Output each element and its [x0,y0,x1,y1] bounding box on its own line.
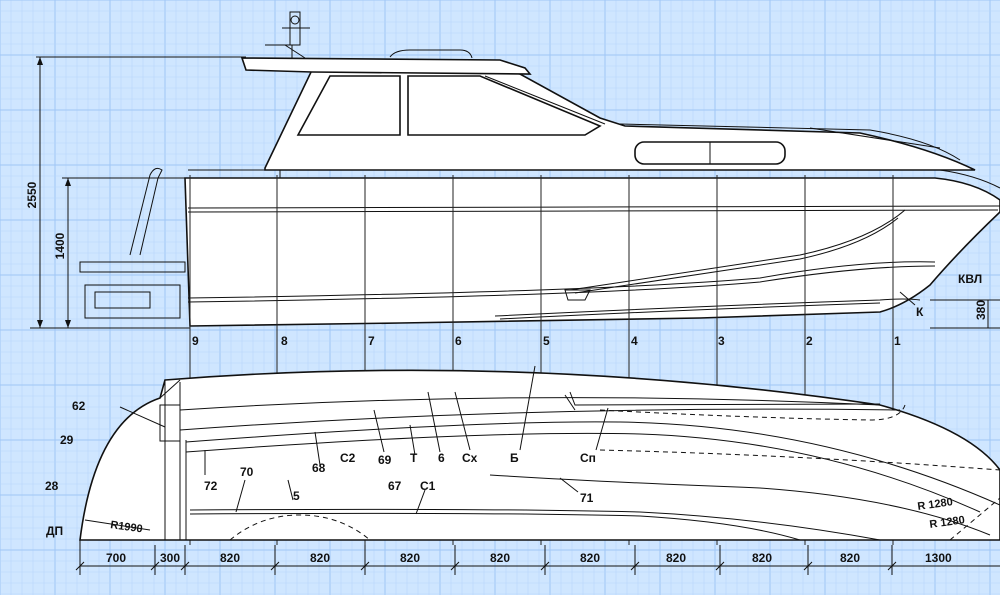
dim-1300: 1300 [925,551,952,565]
frame-3: 3 [718,334,725,348]
dim-820-b: 820 [310,551,330,565]
bottom-dimension-chain: 700 300 820 820 820 820 820 820 820 820 … [75,540,1000,575]
plan-view: 62 29 28 ДП R1990 72 70 5 68 С2 69 Т 6 С… [45,365,1000,541]
label-68: 68 [312,461,326,475]
label-cp: Сп [580,451,596,465]
label-72: 72 [204,479,218,493]
label-71: 71 [580,491,594,505]
dim-total-height: 2550 [25,181,39,208]
dim-820-c: 820 [400,551,420,565]
dim-820-d: 820 [490,551,510,565]
label-67: 67 [388,479,402,493]
plan-outline [79,369,1000,541]
frame-7: 7 [368,334,375,348]
label-6: 6 [438,451,445,465]
frame-5: 5 [543,334,550,348]
label-5: 5 [293,489,300,503]
label-c2: С2 [340,451,356,465]
frame-1: 1 [894,334,901,348]
dim-820-h: 820 [840,551,860,565]
label-centerline: ДП [46,524,63,538]
hardtop [240,57,532,75]
profile-view: 2550 1400 380 КВЛ К [25,11,1000,329]
label-69: 69 [378,453,392,467]
label-c1: С1 [420,479,436,493]
dim-820-e: 820 [580,551,600,565]
label-28: 28 [45,479,59,493]
hull-side [184,177,1000,327]
dim-820-g: 820 [752,551,772,565]
label-keel: К [916,305,924,319]
dim-waterline-height: 380 [974,300,988,320]
label-62: 62 [72,399,86,413]
label-70: 70 [240,465,254,479]
label-cx: Сх [462,451,478,465]
frame-number-labels: 9 8 7 6 5 4 3 2 1 [192,334,901,348]
mast [289,11,301,46]
label-29: 29 [60,433,74,447]
outboard-motor [84,284,181,319]
dim-300: 300 [160,551,180,565]
dim-820-a: 820 [220,551,240,565]
label-r1280-a: R 1280 [917,496,954,513]
frame-4: 4 [631,334,638,348]
frame-8: 8 [281,334,288,348]
frame-9: 9 [192,334,199,348]
dim-820-f: 820 [666,551,686,565]
dim-hull-height: 1400 [53,232,67,259]
cabin-window-mid [407,75,602,136]
frame-6: 6 [455,334,462,348]
label-waterline: КВЛ [958,272,982,286]
label-r1280-b: R 1280 [929,514,966,531]
frame-2: 2 [806,334,813,348]
label-t: Т [410,451,418,465]
label-b: Б [510,451,519,465]
label-r1990: R1990 [110,519,144,535]
dim-700: 700 [106,551,126,565]
cabin-window-aft [296,75,401,136]
